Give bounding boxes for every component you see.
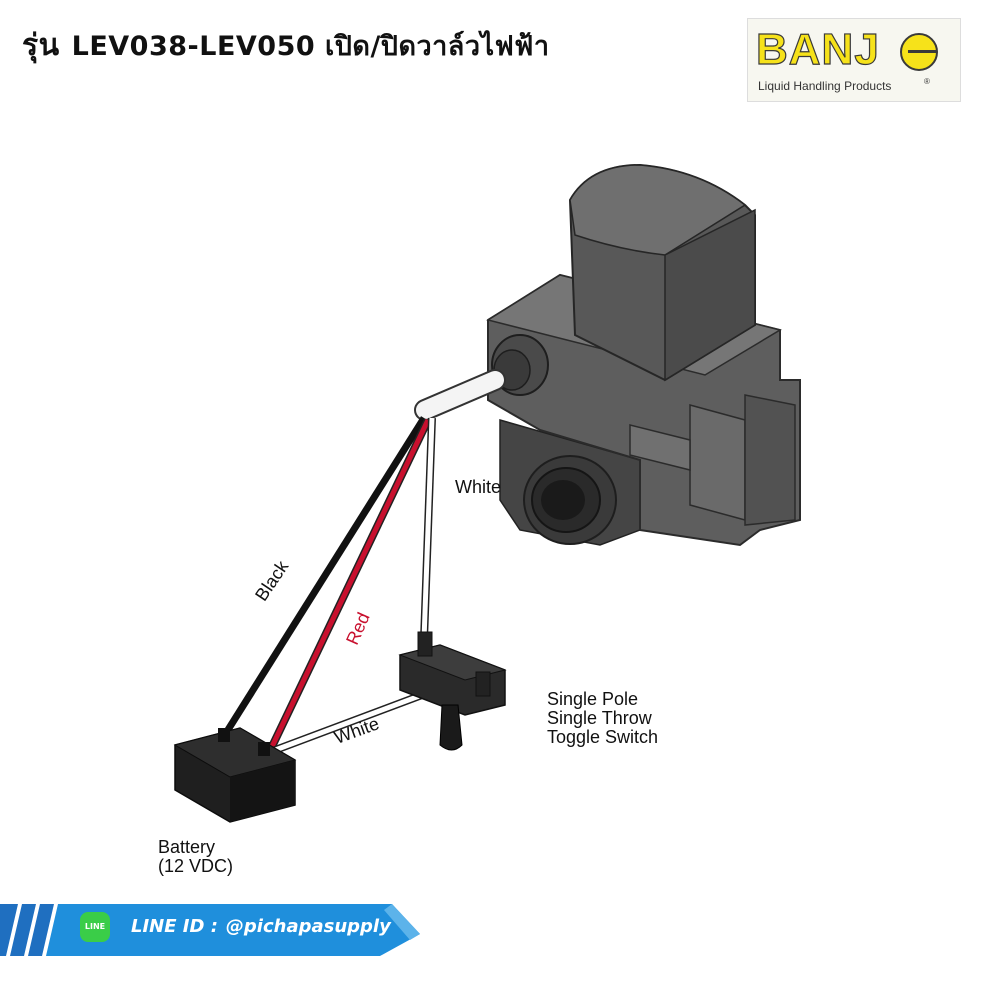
logo-registered-mark: ® <box>924 77 930 86</box>
title-model: LEV038-LEV050 เปิด/ปิดวาล์วไฟฟ้า <box>71 31 550 62</box>
logo-tagline: Liquid Handling Products <box>758 79 892 93</box>
switch-label-line1: Single Pole <box>547 689 639 709</box>
line-id-label: LINE ID : <box>131 916 218 937</box>
toggle-switch-icon <box>398 631 507 751</box>
logo-o-circle-icon <box>900 33 938 71</box>
banjo-logo: BANJ ® Liquid Handling Products <box>747 18 961 102</box>
line-id-handle: @pichapasupply <box>225 916 391 937</box>
line-id-text: LINE ID : @pichapasupply <box>131 916 391 937</box>
line-app-icon: LINE <box>80 912 110 942</box>
battery-icon <box>173 727 297 823</box>
footer-banner <box>0 904 420 956</box>
battery-label-line1: Battery <box>158 837 216 857</box>
logo-wordmark: BANJ <box>755 24 880 74</box>
label-white-valve: White <box>455 477 502 497</box>
page-title: รุ่น LEV038-LEV050 เปิด/ปิดวาล์วไฟฟ้า <box>22 22 549 69</box>
red-wire <box>265 418 431 757</box>
battery-label-line2: (12 VDC) <box>158 856 234 876</box>
valve-actuator-icon <box>486 163 801 547</box>
black-wire <box>223 416 427 735</box>
white-wire-valve <box>421 417 435 641</box>
switch-label-line2: Single Throw <box>547 708 652 728</box>
switch-label-line3: Toggle Switch <box>547 727 659 747</box>
title-prefix: รุ่น <box>22 28 60 63</box>
